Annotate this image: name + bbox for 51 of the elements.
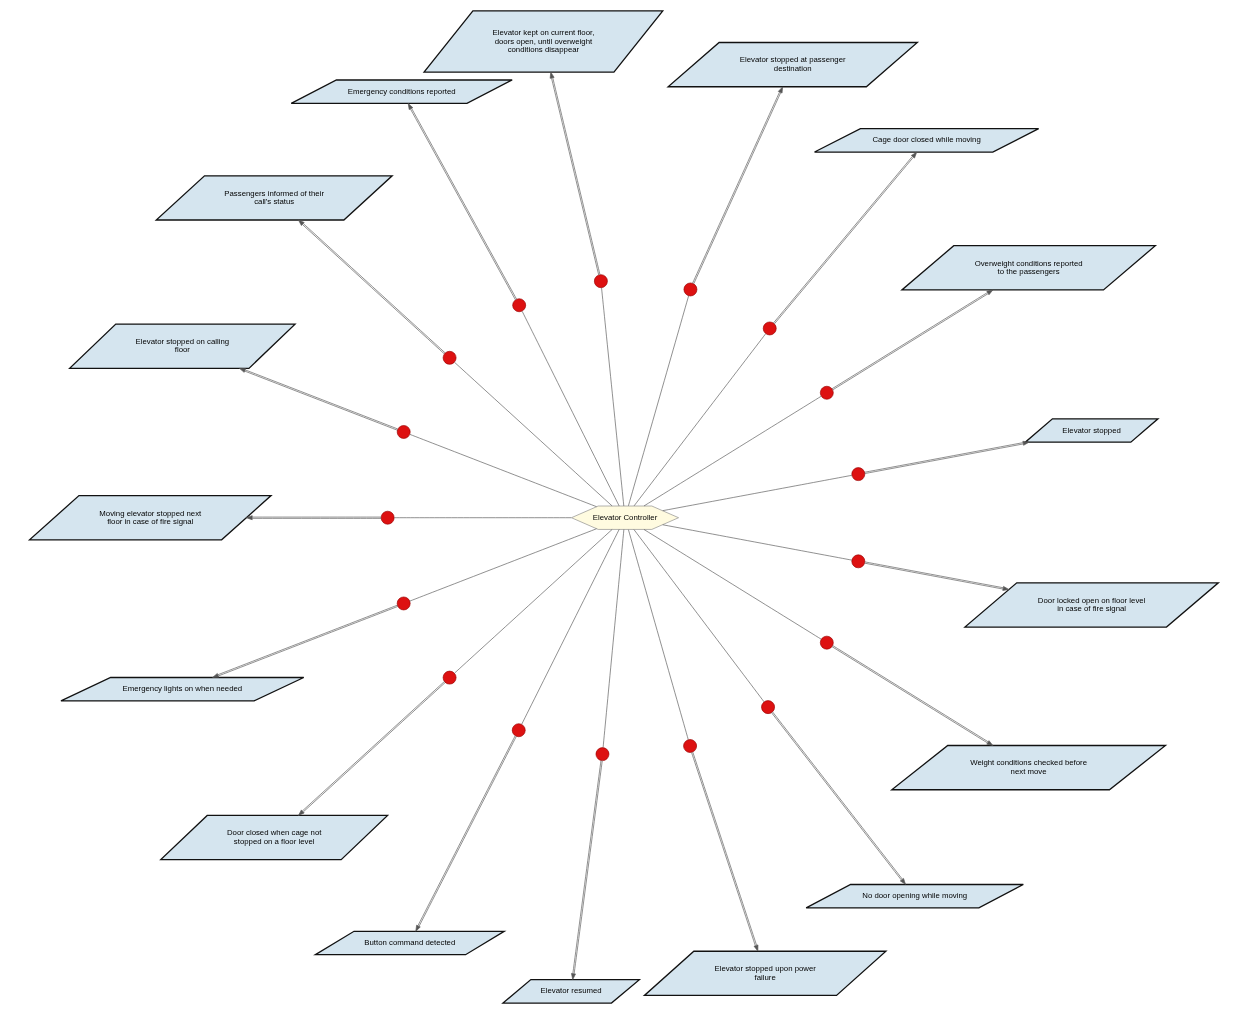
node-circle	[683, 282, 698, 297]
node-circle	[442, 670, 457, 685]
arrow	[212, 604, 399, 678]
arrow	[864, 561, 1010, 591]
connector	[454, 362, 613, 507]
connector	[601, 287, 625, 507]
node-circle	[851, 467, 866, 481]
node-circle	[761, 700, 775, 714]
connector	[633, 333, 767, 507]
arrow	[773, 151, 917, 325]
connector	[602, 529, 625, 748]
node-circle	[511, 723, 526, 738]
connector	[643, 395, 822, 507]
connector	[643, 529, 822, 640]
node-circle	[762, 321, 777, 336]
connector	[409, 528, 597, 602]
arrow	[298, 219, 446, 355]
node-circle	[683, 739, 697, 753]
connector	[521, 310, 620, 507]
arrow	[831, 645, 994, 746]
node-circle	[396, 596, 411, 611]
arrow	[771, 711, 906, 885]
arrow	[691, 751, 759, 952]
arrow	[549, 71, 601, 276]
node-circle	[595, 747, 610, 761]
node-circle	[396, 425, 411, 439]
node-circle	[380, 510, 395, 525]
connector	[628, 529, 689, 741]
connector	[409, 434, 597, 507]
connector	[662, 474, 853, 511]
connector	[628, 295, 689, 507]
arrow	[407, 103, 517, 301]
connector	[454, 529, 613, 674]
connector	[633, 529, 765, 703]
arrow	[831, 289, 994, 391]
node-circle	[594, 274, 608, 288]
arrow	[246, 515, 382, 521]
arrow	[298, 681, 446, 816]
arrow	[864, 440, 1030, 474]
node-circle	[442, 351, 457, 365]
arrow	[571, 760, 603, 980]
connector	[521, 529, 620, 725]
node-circle	[820, 635, 834, 650]
arrow	[415, 735, 517, 932]
arrow	[692, 86, 783, 285]
arrow	[239, 368, 399, 431]
node-circle	[820, 385, 834, 400]
connector	[662, 524, 853, 561]
node-circle	[512, 298, 526, 313]
connector	[393, 517, 572, 519]
node-circle	[851, 554, 866, 569]
